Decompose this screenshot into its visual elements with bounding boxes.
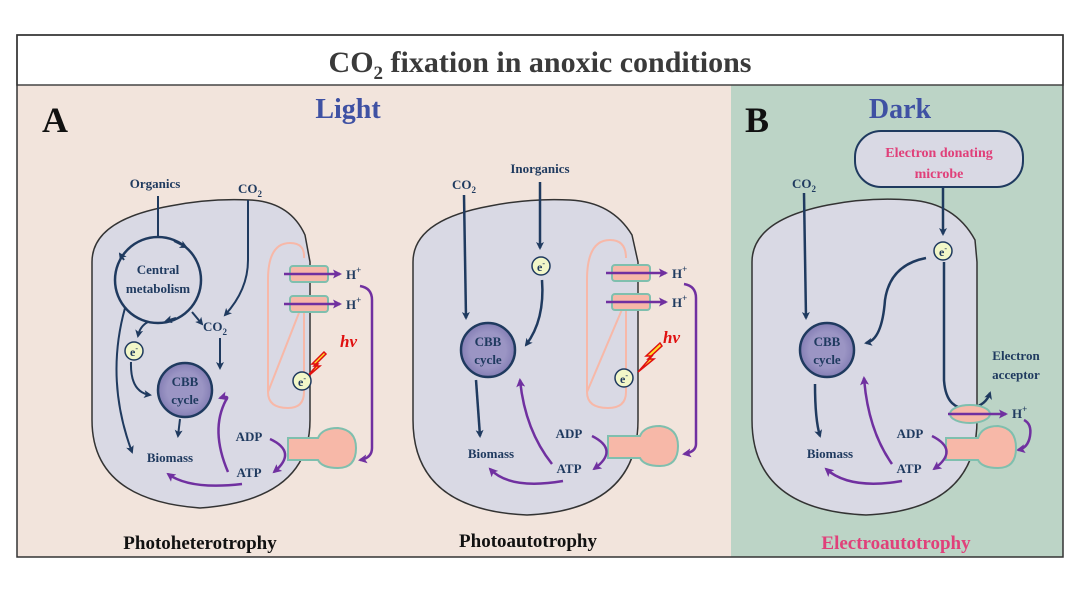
co2-input-arrow <box>801 192 810 320</box>
electron-donor-box <box>854 130 1024 188</box>
adp-label: ADP <box>556 426 583 441</box>
adp-label: ADP <box>897 426 924 441</box>
electron-cytoplasm-label: e- <box>537 259 545 274</box>
central-metabolism-circle <box>113 235 203 325</box>
atp-label: ATP <box>896 461 921 476</box>
co2-input-label: CO2 <box>792 176 817 194</box>
panel-b-letter: B <box>745 100 769 140</box>
cbb-label-1: CBB <box>475 334 502 349</box>
co2-input-arrow <box>223 200 249 317</box>
lightning-icon <box>637 341 663 373</box>
panel-b-condition: Dark <box>869 94 932 125</box>
proton-return-arrow <box>1016 418 1032 454</box>
proton-label-1: H+ <box>672 264 687 281</box>
biomass-label: Biomass <box>147 450 193 465</box>
atp-label: ATP <box>236 465 261 480</box>
light-label: hv <box>663 328 680 347</box>
inorganics-label: Inorganics <box>510 161 569 176</box>
outer-frame <box>16 34 1064 558</box>
co2-input-label: CO2 <box>452 177 477 195</box>
cbb-label-1: CBB <box>172 374 199 389</box>
electron-cytoplasm <box>933 241 953 261</box>
electron-membrane <box>292 371 312 391</box>
electron-acceptor-label-1: Electron <box>992 348 1040 363</box>
electron-cytoplasm <box>124 341 144 361</box>
electron-cytoplasm-label: e- <box>939 244 947 259</box>
panel-a-letter: A <box>42 100 68 140</box>
cell-label-photoautotrophy: Photoautotrophy <box>459 531 597 552</box>
panel-a-condition: Light <box>315 94 381 125</box>
cell-electroautotrophy: Electron donating microbe e- CO2 Electro… <box>751 130 1040 554</box>
proton-return-arrow <box>682 282 698 458</box>
biomass-label: Biomass <box>468 446 514 461</box>
electron-membrane-label: e- <box>620 371 628 386</box>
atp-synthase <box>945 424 1018 470</box>
co2-inner-label: CO2 <box>203 319 228 337</box>
figure-title: CO2 fixation in anoxic conditions <box>329 46 752 84</box>
cell-membrane <box>91 198 311 509</box>
electron-acceptor-label-2: acceptor <box>992 367 1040 382</box>
proton-label-2: H+ <box>346 295 361 312</box>
central-metabolism-label-1: Central <box>137 262 180 277</box>
cell-label-electroautotrophy: Electroautotrophy <box>821 533 971 554</box>
electron-donor-label-1: Electron donating <box>885 146 992 161</box>
atp-synthase <box>607 424 680 468</box>
cbb-label-2: cycle <box>813 352 841 367</box>
cbb-cycle <box>459 321 517 379</box>
title-bar <box>16 34 1064 86</box>
atp-label: ATP <box>556 461 581 476</box>
atp-synthase <box>287 426 358 470</box>
lightning-icon <box>305 350 328 379</box>
proton-label-1: H+ <box>346 265 361 282</box>
organics-label: Organics <box>130 176 181 191</box>
proton-label: H+ <box>1012 404 1027 421</box>
electron-membrane <box>614 368 634 388</box>
cell-photoheterotrophy: H+ H+ hv e- Organics CO2 Central metabol… <box>91 176 374 554</box>
co2-input-arrow <box>461 194 470 320</box>
cbb-label-2: cycle <box>171 392 199 407</box>
co2-input-label: CO2 <box>238 181 263 199</box>
cell-photoautotrophy: H+ H+ hv e- Inorganics CO2 e- CBB cycle … <box>412 161 698 552</box>
cell-membrane <box>412 198 639 516</box>
proton-return-arrow <box>358 284 374 464</box>
cell-membrane <box>751 198 978 516</box>
cell-label-photoheterotrophy: Photoheterotrophy <box>123 533 277 554</box>
biomass-label: Biomass <box>807 446 853 461</box>
electron-transport-loop <box>585 238 627 410</box>
central-metabolism-label-2: metabolism <box>126 281 190 296</box>
cbb-label-2: cycle <box>474 352 502 367</box>
light-label: hv <box>340 332 357 351</box>
electron-cytoplasm-label: e- <box>130 344 138 359</box>
electron-transport-loop <box>266 241 306 410</box>
cbb-cycle <box>156 361 214 419</box>
adp-label: ADP <box>236 429 263 444</box>
cbb-label-1: CBB <box>814 334 841 349</box>
proton-label-2: H+ <box>672 293 687 310</box>
electron-cytoplasm <box>531 256 551 276</box>
electron-membrane-label: e- <box>298 374 306 389</box>
cbb-cycle <box>798 321 856 379</box>
electron-donor-label-2: microbe <box>915 167 964 182</box>
